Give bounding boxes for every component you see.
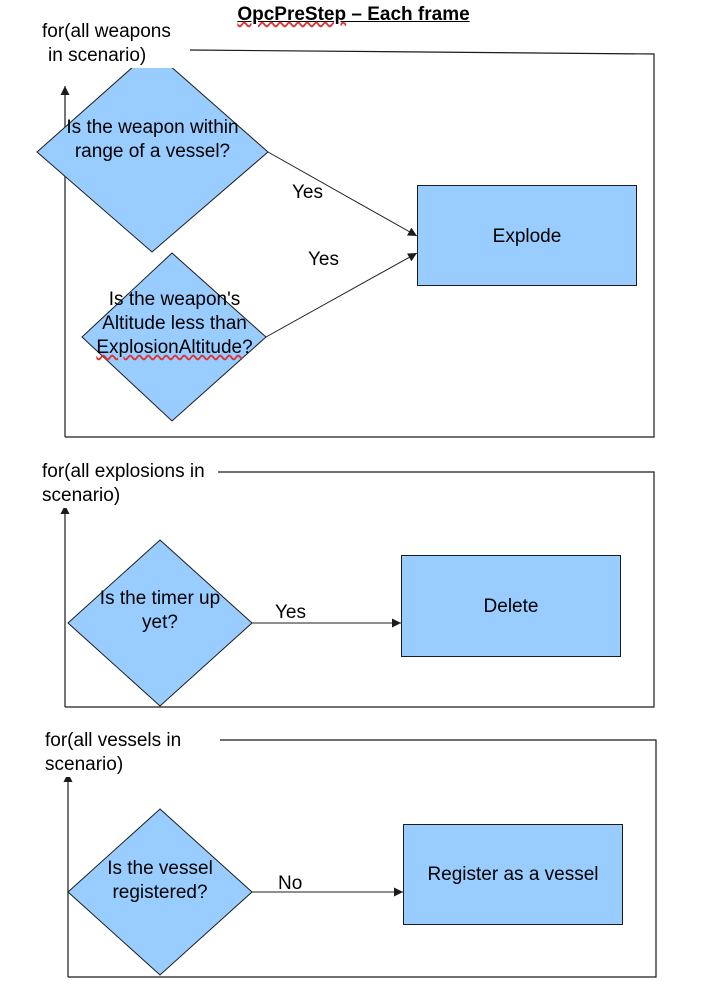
vessel-registered-decision bbox=[67, 808, 253, 976]
vessels-loop-line2: scenario) bbox=[45, 754, 124, 775]
timer-yes-label: Yes bbox=[275, 602, 306, 623]
delete-action-box: Delete bbox=[401, 555, 621, 657]
range-yes-arrow bbox=[267, 151, 418, 237]
timer-line1: Is the timer up bbox=[99, 588, 221, 609]
vessel-no-label: No bbox=[278, 873, 303, 894]
vessels-loop-label: for(all vessels in scenario) bbox=[43, 729, 184, 777]
timer-question: Is the timer up yet? bbox=[75, 587, 245, 635]
weapon-altitude-question: Is the weapon's Altitude less than Explo… bbox=[72, 288, 277, 360]
weapon-altitude-line1: Is the weapon's bbox=[108, 289, 241, 310]
altitude-yes-label: Yes bbox=[308, 249, 339, 270]
vessels-loop-frame bbox=[63, 739, 657, 978]
weapon-range-line2: range of a vessel? bbox=[74, 141, 231, 162]
altitude-yes-arrow bbox=[265, 252, 418, 338]
explosions-loop-frame bbox=[60, 471, 655, 708]
timer-line2: yet? bbox=[142, 612, 178, 633]
title-suffix: – Each frame bbox=[346, 4, 470, 25]
explosions-loop-line1: for(all explosions in bbox=[42, 461, 205, 482]
range-yes-label: Yes bbox=[292, 182, 323, 203]
vessel-registered-line2: registered? bbox=[112, 882, 208, 903]
weapon-altitude-decision bbox=[81, 252, 267, 422]
explosions-loop-label: for(all explosions in scenario) bbox=[40, 460, 207, 508]
explode-action-box: Explode bbox=[417, 185, 637, 286]
timer-decision bbox=[67, 539, 253, 707]
weapon-altitude-line2: Altitude less than bbox=[102, 313, 247, 334]
vessel-registered-line1: Is the vessel bbox=[107, 858, 213, 879]
weapons-loop-label: for(all weapons in scenario) bbox=[40, 20, 173, 68]
title-function-name: OpcPreStep bbox=[237, 4, 347, 25]
explosions-loop-line2: scenario) bbox=[42, 485, 121, 506]
register-vessel-action-box: Register as a vessel bbox=[403, 824, 623, 925]
diagram-title: OpcPreStep – Each frame bbox=[0, 4, 707, 26]
weapon-altitude-term: ExplosionAltitude bbox=[96, 337, 243, 358]
weapon-altitude-qmark: ? bbox=[242, 337, 253, 358]
weapon-range-decision bbox=[36, 49, 269, 253]
vessel-registered-question: Is the vessel registered? bbox=[85, 857, 235, 905]
weapons-loop-line2: in scenario) bbox=[48, 45, 147, 66]
vessels-loop-line1: for(all vessels in bbox=[45, 730, 182, 751]
weapon-range-question: Is the weapon within range of a vessel? bbox=[45, 116, 260, 164]
weapons-loop-line1: for(all weapons bbox=[42, 21, 171, 42]
weapon-range-line1: Is the weapon within bbox=[66, 117, 239, 138]
